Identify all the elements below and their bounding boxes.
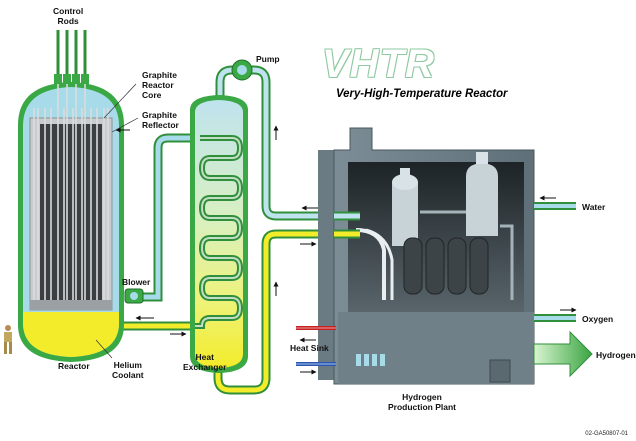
label-pump: Pump <box>256 54 280 64</box>
heat-sink-pipes <box>296 326 336 366</box>
title: VHTR <box>322 42 435 86</box>
label-reactor: Reactor <box>58 361 90 371</box>
figure-id: 02-GA50807-01 <box>585 431 628 437</box>
flow-arrows <box>115 125 577 375</box>
label-oxygen: Oxygen <box>582 314 614 324</box>
plant-inlet-pipes <box>334 211 360 239</box>
blower-icon <box>124 288 144 304</box>
label-hydrogen: Hydrogen <box>596 350 636 360</box>
leader-lines <box>95 83 139 359</box>
cold-leg-pipe <box>140 133 200 302</box>
plant-equipment <box>355 152 514 300</box>
hydrogen-output-arrow <box>533 330 593 378</box>
subtitle: Very-High-Temperature Reactor <box>336 86 508 100</box>
reactor-vessel <box>18 30 124 362</box>
heat-exchanger <box>190 95 248 373</box>
control-rod-drives <box>54 30 89 84</box>
label-blower: Blower <box>122 277 151 287</box>
person-figure <box>4 325 12 354</box>
label-water: Water <box>582 202 606 212</box>
hydrogen-production-plant <box>318 127 535 385</box>
pump-loop-pipe <box>215 65 350 221</box>
label-heat-sink: Heat Sink <box>290 343 329 353</box>
secondary-hot-pipe <box>213 229 350 395</box>
pump-icon <box>231 59 253 81</box>
